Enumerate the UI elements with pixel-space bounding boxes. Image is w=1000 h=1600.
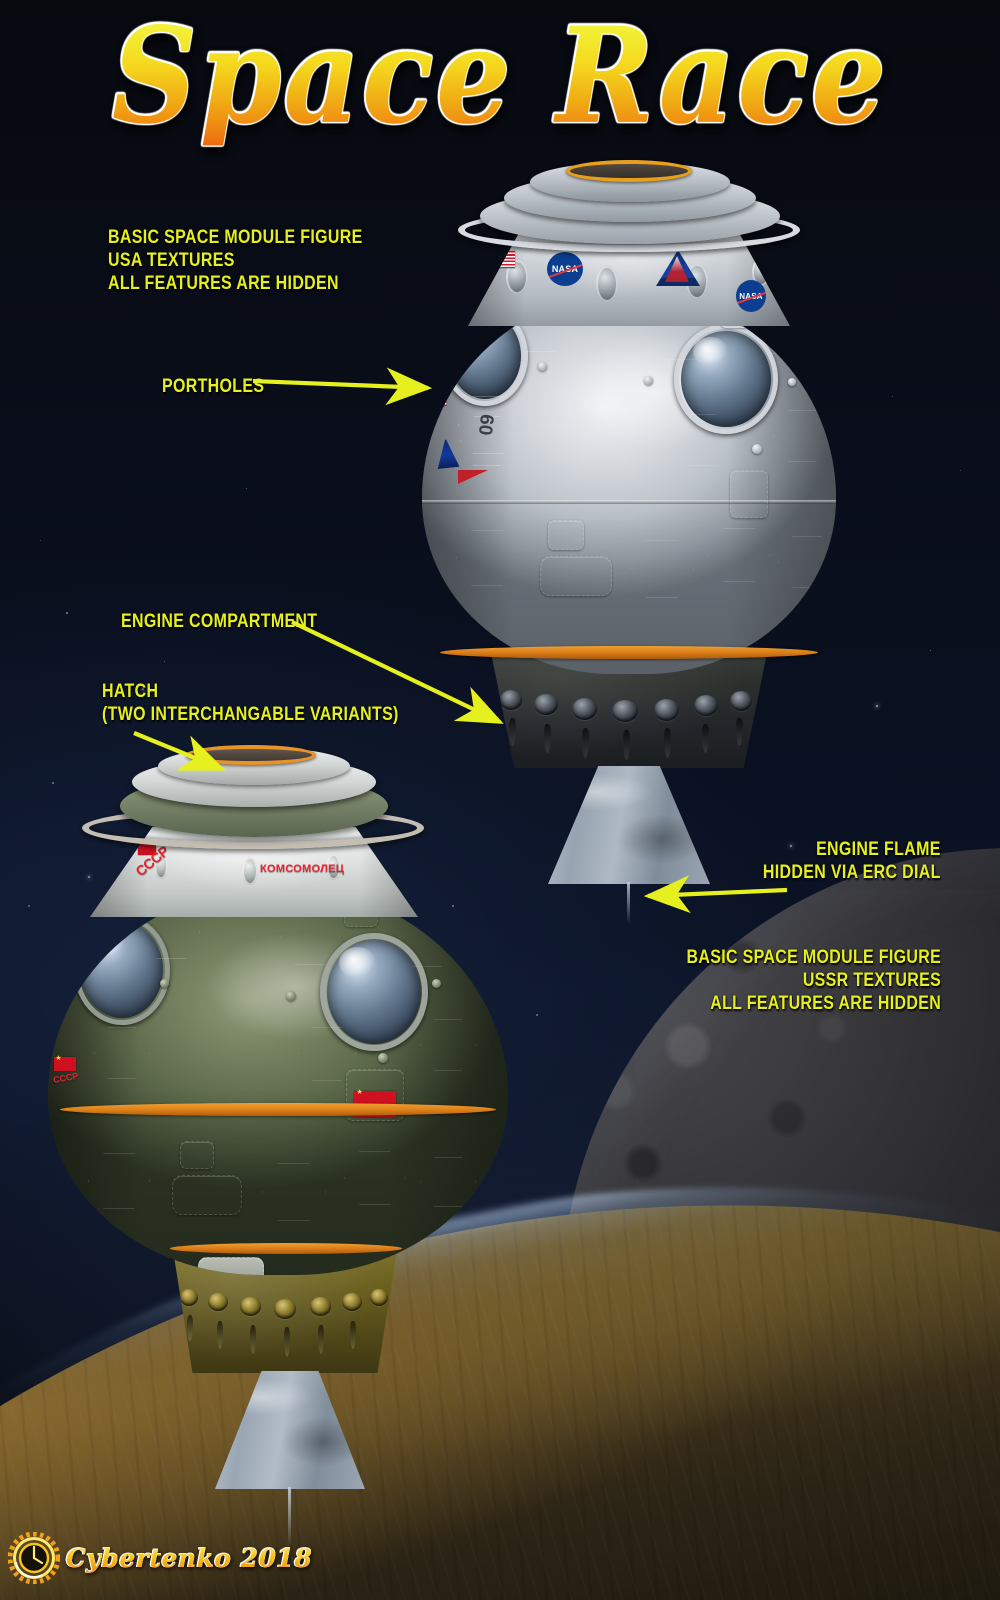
annotation-ussr-info: BASIC SPACE MODULE FIGURE USSR TEXTURES … <box>686 947 941 1015</box>
annotation-portholes: PORTHOLES <box>162 376 265 397</box>
soviet-flag-decal <box>54 1055 76 1071</box>
poster-title-wrap: Space Race <box>0 6 1000 154</box>
ussr-decal-plate <box>346 1069 404 1121</box>
nasa-logo-decal: NASA <box>547 252 583 286</box>
hull-panel <box>198 1257 264 1275</box>
hull-panel <box>172 1175 242 1215</box>
annotation-engine-compartment: ENGINE COMPARTMENT <box>121 611 318 632</box>
watermark-text: Cybertenko 2018 <box>66 1543 313 1573</box>
usa-porthole-left[interactable] <box>442 306 528 406</box>
watermark: Cybertenko 2018 <box>7 1531 313 1585</box>
ussr-porthole-left[interactable] <box>74 915 170 1025</box>
hull-panel <box>180 1141 214 1169</box>
usa-space-module[interactable]: 09 <box>380 160 880 924</box>
usa-engine-nozzle <box>548 766 710 884</box>
us-flag-decal <box>429 394 447 409</box>
gear-clock-icon <box>7 1531 61 1585</box>
ussr-porthole-right[interactable] <box>320 933 428 1051</box>
hull-panel <box>420 1245 464 1275</box>
usa-hull[interactable]: 09 <box>422 292 836 674</box>
annotation-engine-flame: ENGINE FLAME HIDDEN VIA ERC DIAL <box>763 839 941 884</box>
annotation-usa-info: BASIC SPACE MODULE FIGURE USA TEXTURES A… <box>108 227 363 295</box>
ussr-orange-band <box>60 1103 496 1116</box>
hull-panel <box>548 520 584 550</box>
nasa-logo-decal: NASA <box>736 280 766 312</box>
annotation-hatch: HATCH (TWO INTERCHANGABLE VARIANTS) <box>102 681 399 726</box>
ussr-engine-flame-hidden <box>288 1487 291 1547</box>
usa-hatch-port[interactable] <box>566 160 692 182</box>
ussr-engine-nozzle <box>215 1371 365 1489</box>
usa-porthole-right[interactable] <box>674 324 778 434</box>
ussr-space-module[interactable]: СССР СССР СССР КОМС <box>20 745 540 1547</box>
hull-panel <box>540 556 612 596</box>
page-title: Space Race <box>111 0 889 154</box>
usa-orange-band <box>440 646 818 659</box>
usa-engine-flame-hidden <box>627 882 630 924</box>
usa-number-decal: 09 <box>475 413 500 437</box>
us-flag-decal <box>489 251 515 268</box>
ussr-hull[interactable]: СССР СССР <box>48 885 508 1275</box>
ussr-orange-band-lower <box>170 1243 402 1254</box>
ussr-komsomolets-text: КОМСОМОЛЕЦ <box>260 863 345 875</box>
hull-panel <box>730 470 768 518</box>
ussr-hatch-port[interactable] <box>186 745 316 765</box>
